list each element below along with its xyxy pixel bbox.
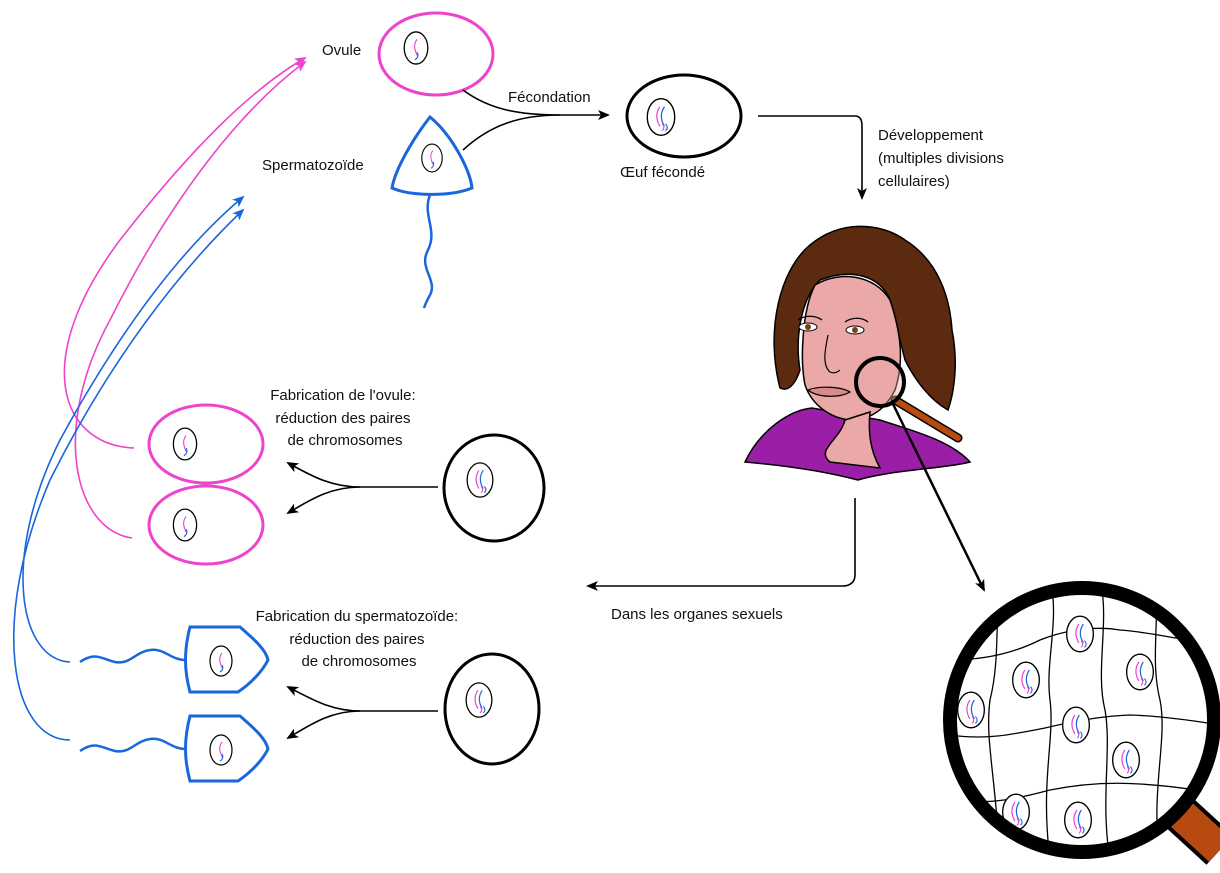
ovule-return-arrow-2: [74, 60, 307, 539]
gamete-return-arrows: [12, 56, 307, 741]
ovule-division-arrows: [286, 462, 438, 515]
mother-cell-sperm: [443, 652, 541, 766]
produced-sperm-2: [79, 714, 270, 783]
sperm-return-arrow-2: [12, 208, 245, 741]
mother-cell-ovule: [442, 433, 546, 543]
ovule-cell: [377, 11, 495, 97]
zoom-arrow: [890, 401, 986, 592]
oeuf-label: Œuf fécondé: [620, 164, 705, 181]
small-magnifier-icon: [854, 356, 963, 443]
fabrication-ovule-label: Fabrication de l'ovule: réduction des pa…: [270, 387, 420, 449]
spermatozoide-cell: [390, 114, 474, 309]
sperm-tail: [422, 194, 434, 309]
organes-arrow: [586, 498, 856, 591]
fecondation-label: Fécondation: [508, 89, 591, 106]
produced-ovule-1: [147, 403, 265, 485]
sperm-division-arrows: [286, 686, 438, 740]
fecondation-arrow: [462, 89, 610, 151]
oeuf-feconde-cell: [625, 73, 743, 159]
spermatozoide-label: Spermatozoïde: [262, 157, 364, 174]
tissue-cells: [950, 588, 1214, 852]
person-portrait: [743, 225, 972, 481]
ovule-label: Ovule: [322, 42, 361, 59]
produced-ovule-2: [147, 484, 265, 566]
organes-label: Dans les organes sexuels: [611, 606, 783, 623]
sperm-return-arrow-1: [22, 195, 245, 663]
hair: [773, 225, 956, 412]
developpement-label: Développement (multiples divisions cellu…: [878, 127, 1008, 190]
fabrication-sperm-label: Fabrication du spermatozoïde: réduction …: [256, 608, 463, 670]
large-magnifier-icon: [943, 581, 1220, 865]
produced-sperm-1: [79, 625, 270, 694]
developpement-arrow: [758, 115, 867, 200]
face: [801, 275, 902, 421]
